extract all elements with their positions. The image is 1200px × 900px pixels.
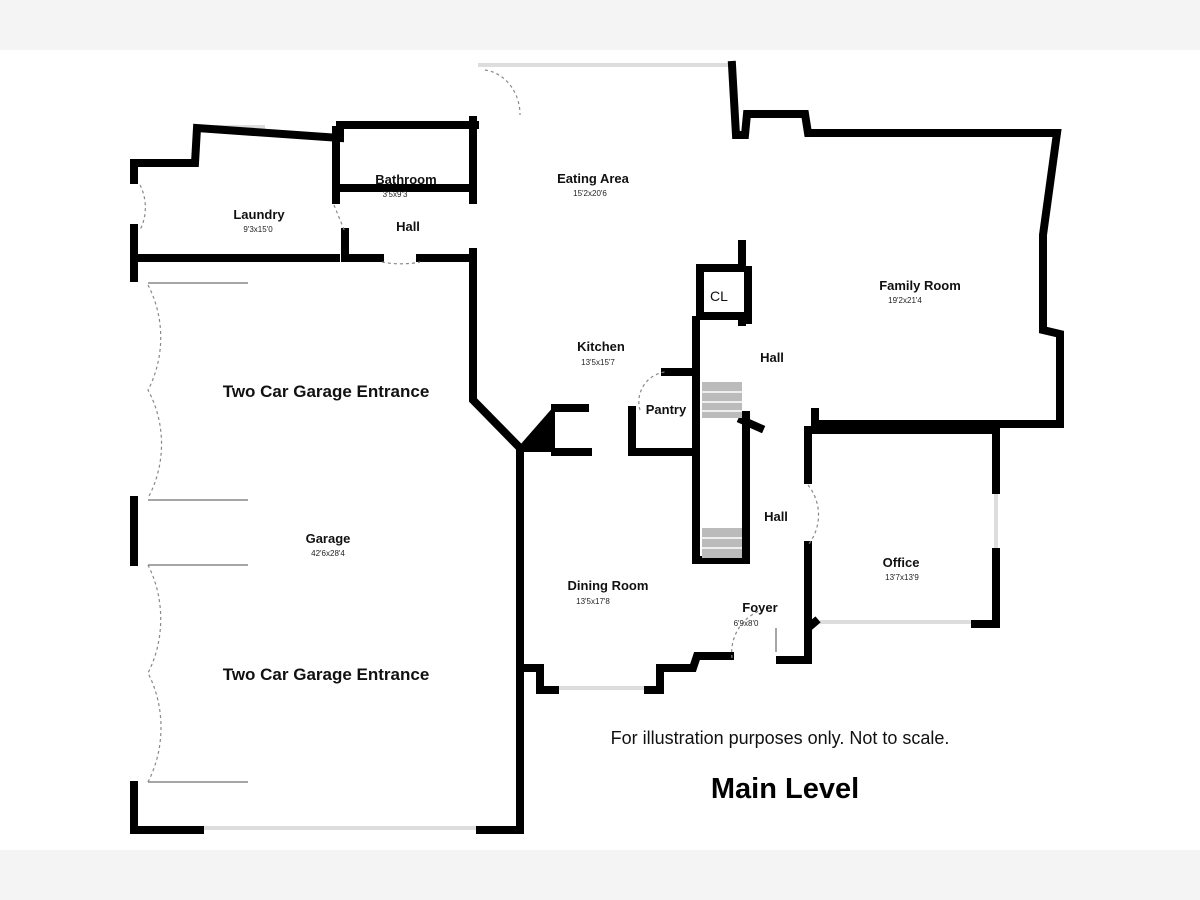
room-name-eating-area: Eating Area (557, 171, 630, 186)
room-dims-dining-room: 13'5x17'8 (576, 597, 610, 606)
room-name-pantry: Pantry (646, 402, 687, 417)
garage-door-swing-upper (147, 284, 163, 499)
disclaimer-note: For illustration purposes only. Not to s… (611, 728, 950, 748)
wall-outer-north-west (130, 121, 479, 184)
room-name-garage: Garage (306, 531, 351, 546)
room-name-closet: CL (710, 288, 728, 304)
room-name-kitchen: Kitchen (577, 339, 625, 354)
wall-kitchen-west (469, 248, 526, 454)
garage-entrance-label-lower: Two Car Garage Entrance (223, 665, 430, 684)
room-name-family-room: Family Room (879, 278, 961, 293)
laundry-door-swing (139, 184, 146, 231)
wall-closet (696, 240, 746, 326)
wall-pantry-south (628, 406, 697, 456)
room-dims-bathroom: 3'5x9'3 (383, 190, 408, 199)
eating-door-swing (484, 69, 521, 116)
wall-dining-sw (518, 664, 559, 694)
room-name-dining-room: Dining Room (568, 578, 649, 593)
wall-stair-return (736, 414, 766, 434)
room-name-hall-upper-left: Hall (396, 219, 420, 234)
stair-lower (702, 528, 742, 558)
room-dims-foyer: 6'9x8'0 (734, 619, 759, 628)
room-name-laundry: Laundry (233, 207, 285, 222)
office-door-swing (807, 484, 820, 546)
room-name-hall-center: Hall (760, 350, 784, 365)
room-name-hall-lower: Hall (764, 509, 788, 524)
room-labels: Eating Area 15'2x20'6 Bathroom 3'5x9'3 L… (233, 171, 960, 628)
wall-stair-block (692, 316, 750, 564)
garage-entrance-label-upper: Two Car Garage Entrance (223, 382, 430, 401)
plan-sheet (0, 50, 1200, 850)
pantry-door-swing (638, 371, 666, 411)
foyer-door-swing (731, 607, 771, 659)
room-dims-eating-area: 15'2x20'6 (573, 189, 607, 198)
plan-title: Main Level (711, 773, 859, 805)
wall-dining-se (644, 652, 734, 694)
room-dims-kitchen: 13'5x15'7 (581, 358, 615, 367)
room-name-office: Office (883, 555, 920, 570)
wall-office-north (804, 426, 1000, 494)
room-dims-garage: 42'6x28'4 (311, 549, 345, 558)
hall-door-swing (381, 261, 421, 265)
wall-garage-sw (130, 781, 204, 834)
room-dims-laundry: 9'3x15'0 (243, 225, 273, 234)
room-name-bathroom: Bathroom (375, 172, 436, 187)
stairs (702, 382, 742, 558)
wall-outer-east (727, 60, 1064, 428)
doors (139, 69, 820, 783)
hall-door-leaf (333, 204, 346, 233)
stair-upper (702, 382, 742, 418)
room-dims-office: 13'7x13'9 (885, 573, 919, 582)
walls (130, 60, 1064, 834)
room-name-foyer: Foyer (742, 600, 777, 615)
wall-garage-east (476, 444, 524, 834)
room-dims-family-room: 19'2x21'4 (888, 296, 922, 305)
wall-office-se (971, 548, 1000, 628)
wall-kitchen-angle-fill (520, 405, 555, 452)
